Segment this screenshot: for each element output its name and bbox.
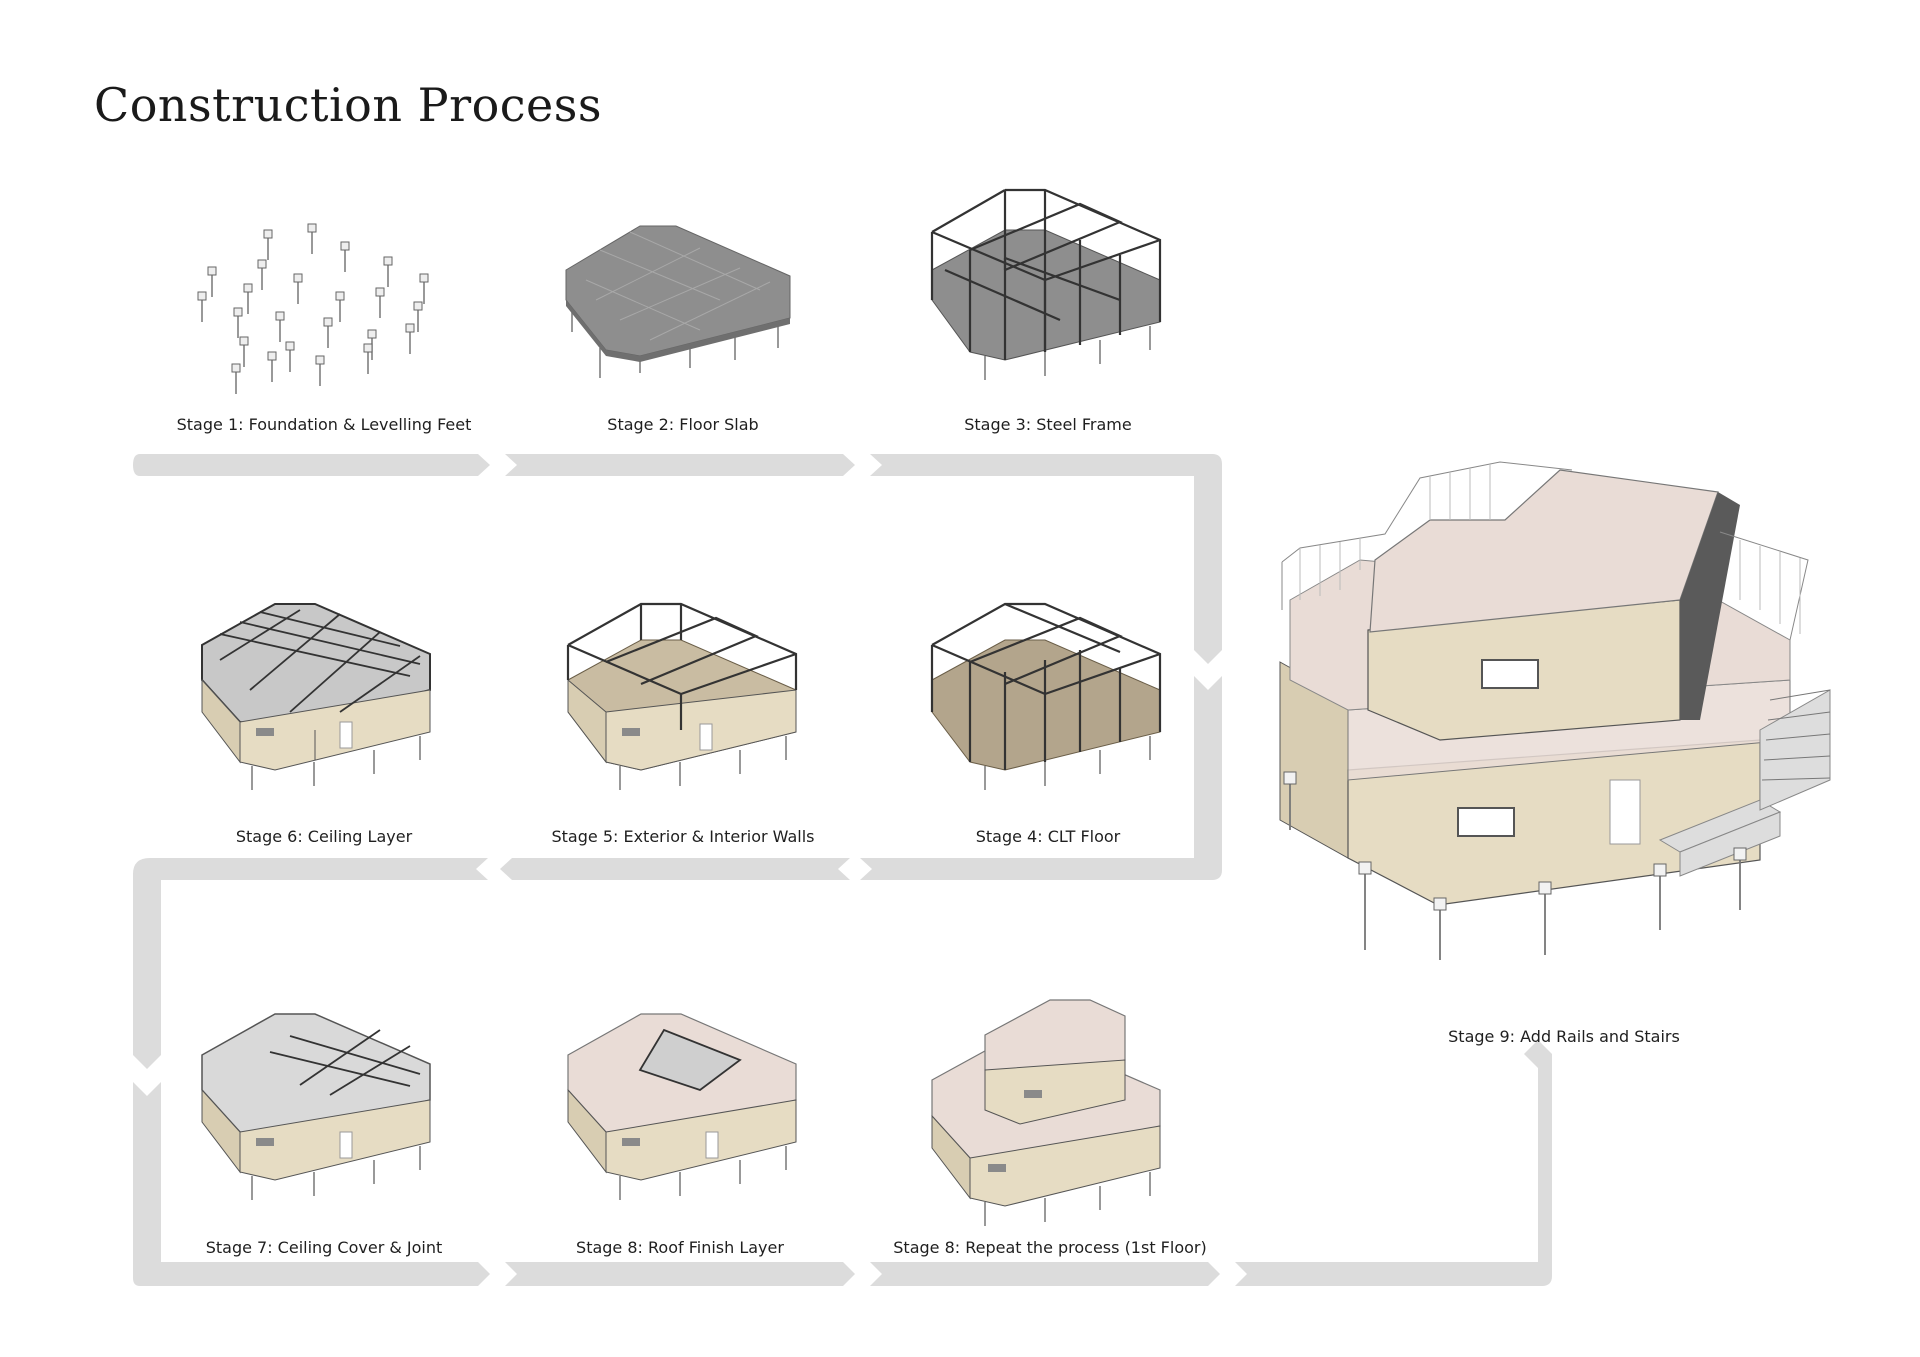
flow-arrows: [133, 454, 1552, 1286]
stage-1-illustration: [197, 223, 429, 395]
arrow-r2-b: [500, 858, 850, 880]
stage-3-illustration: [930, 188, 1162, 380]
stage-label-9: Stage 9: Add Rails and Stairs: [1448, 1027, 1680, 1046]
arrow-r2-a: [133, 858, 488, 1069]
arrow-r1-b: [505, 454, 855, 476]
stage-6-illustration: [201, 603, 431, 790]
arrow-r3-d: [1235, 1040, 1552, 1286]
arrow-r1-a: [133, 454, 490, 476]
stage-9-illustration: [1279, 461, 1831, 960]
arrow-r1-c: [870, 454, 1222, 664]
stage-7-illustration: [201, 1013, 431, 1200]
stage-5-illustration: [566, 602, 798, 790]
stage-8b-illustration: [931, 999, 1161, 1226]
page-title: Construction Process: [94, 78, 602, 132]
arrow-r3-b: [505, 1262, 855, 1286]
stage-4-illustration: [930, 602, 1162, 790]
stage-label-8a: Stage 8: Roof Finish Layer: [576, 1238, 784, 1257]
stage-label-3: Stage 3: Steel Frame: [964, 415, 1131, 434]
stage-label-7: Stage 7: Ceiling Cover & Joint: [206, 1238, 443, 1257]
stage-label-8b: Stage 8: Repeat the process (1st Floor): [893, 1238, 1206, 1257]
stage-label-6: Stage 6: Ceiling Layer: [236, 827, 413, 846]
stage-8a-illustration: [567, 1013, 797, 1200]
arrow-r3-c: [870, 1262, 1220, 1286]
arrow-vert-left: [133, 1082, 490, 1286]
stage-2-illustration: [565, 225, 791, 378]
stage-label-2: Stage 2: Floor Slab: [607, 415, 758, 434]
stage-label-5: Stage 5: Exterior & Interior Walls: [552, 827, 815, 846]
arrow-vert-right: [860, 676, 1222, 880]
stage-label-1: Stage 1: Foundation & Levelling Feet: [177, 415, 472, 434]
stage-labels: Stage 1: Foundation & Levelling Feet Sta…: [177, 415, 1680, 1257]
stage-label-4: Stage 4: CLT Floor: [976, 827, 1121, 846]
